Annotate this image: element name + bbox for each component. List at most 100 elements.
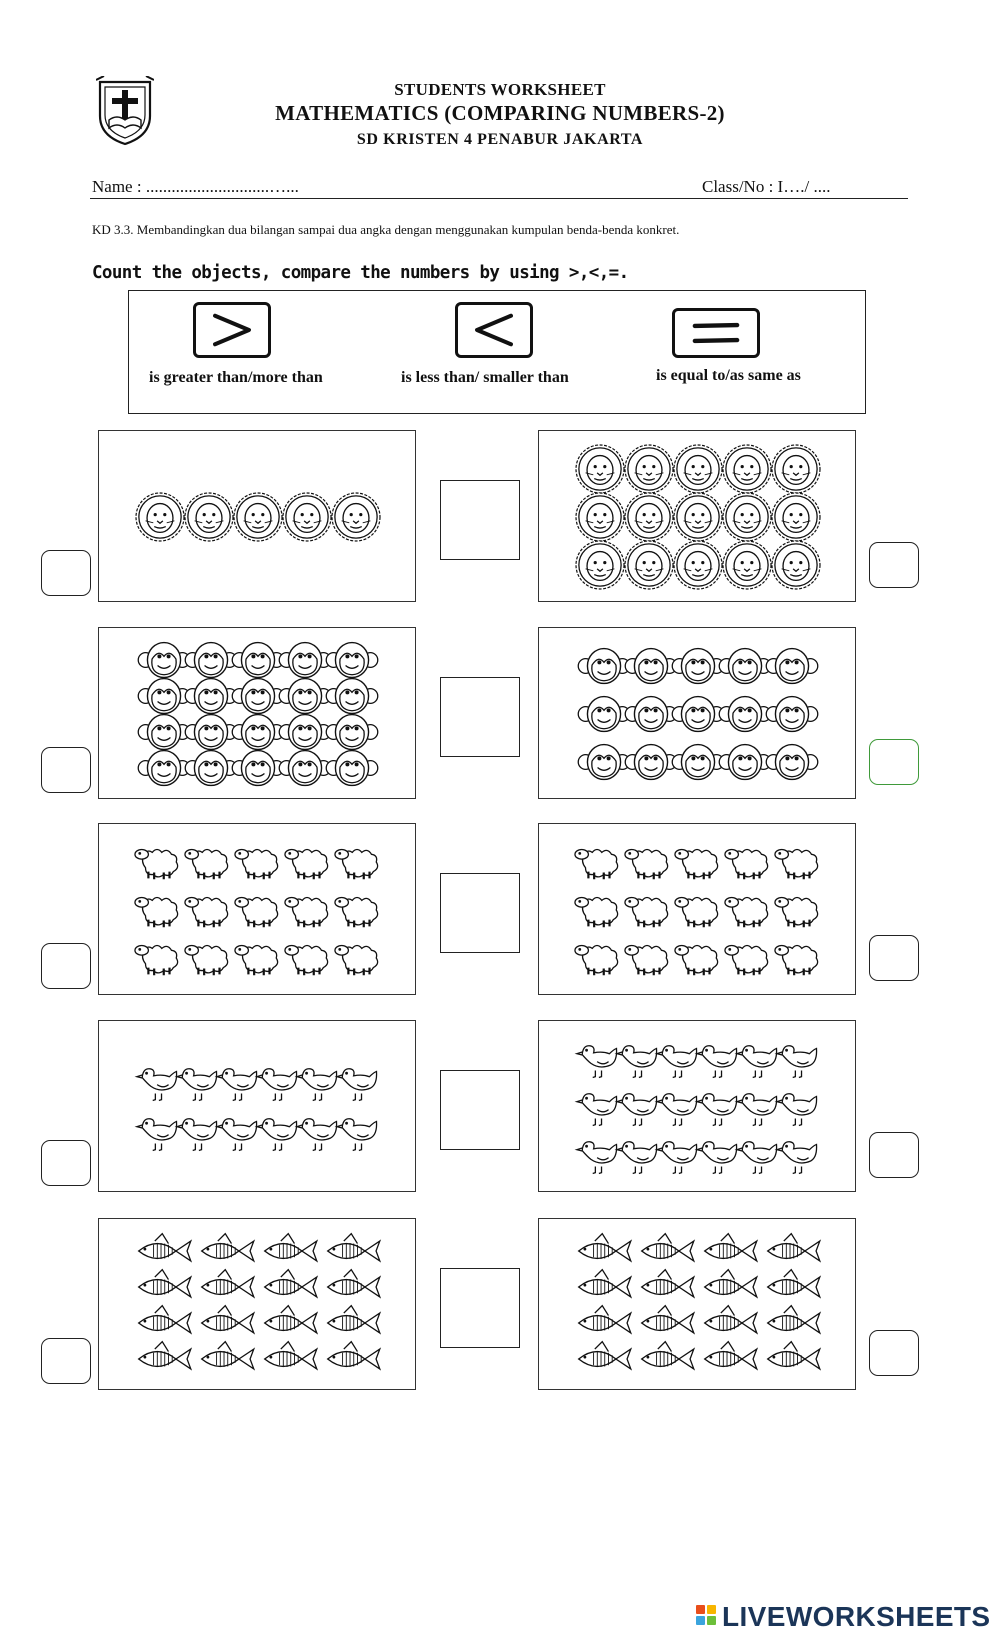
monkey-icon	[577, 695, 631, 733]
exercise-5-left-group	[98, 1218, 416, 1390]
exercise-3-right-count-box[interactable]	[869, 935, 919, 981]
lion-icon	[575, 540, 625, 590]
duck-icon	[694, 1141, 738, 1175]
lion-icon	[722, 444, 772, 494]
fish-icon	[200, 1340, 256, 1371]
sheep-icon	[284, 944, 329, 976]
sheep-icon	[184, 848, 229, 880]
exercise-3-left-group	[98, 823, 416, 995]
class-field-label: Class/No : I…./ ....	[702, 177, 831, 196]
lion-icon	[575, 492, 625, 542]
exercise-2-right-count-box[interactable]	[869, 739, 919, 785]
exercise-1-left-count-box[interactable]	[41, 550, 91, 596]
monkey-icon	[184, 641, 238, 679]
exercise-5-left-count-box[interactable]	[41, 1338, 91, 1384]
sheep-icon	[284, 896, 329, 928]
monkey-icon	[577, 743, 631, 781]
lion-icon	[575, 444, 625, 494]
duck-icon	[774, 1045, 818, 1079]
duck-icon	[254, 1118, 298, 1152]
exercise-3-left-count-box[interactable]	[41, 943, 91, 989]
monkey-icon	[325, 641, 379, 679]
sheep-icon	[184, 896, 229, 928]
lion-icon	[722, 492, 772, 542]
fish-icon	[200, 1304, 256, 1335]
monkey-icon	[577, 647, 631, 685]
monkey-icon	[278, 713, 332, 751]
fish-icon	[766, 1304, 822, 1335]
duck-icon	[734, 1045, 778, 1079]
divider	[90, 198, 908, 199]
fish-icon	[326, 1340, 382, 1371]
duck-icon	[654, 1141, 698, 1175]
sheep-icon	[574, 896, 619, 928]
monkey-icon	[278, 749, 332, 787]
monkey-icon	[671, 743, 725, 781]
exercise-2-left-group	[98, 627, 416, 799]
fish-icon	[577, 1268, 633, 1299]
exercise-1-right-count-box[interactable]	[869, 542, 919, 588]
exercise-2-symbol-answer-box[interactable]	[440, 677, 520, 757]
exercise-3-right-group	[538, 823, 856, 995]
greater-than-label: is greater than/more than	[149, 369, 323, 386]
lion-icon	[673, 540, 723, 590]
fish-icon	[137, 1232, 193, 1263]
sheep-icon	[624, 944, 669, 976]
duck-icon	[174, 1068, 218, 1102]
monkey-icon	[137, 677, 191, 715]
sheep-icon	[284, 848, 329, 880]
monkey-icon	[137, 641, 191, 679]
fish-icon	[200, 1232, 256, 1263]
lion-icon	[771, 540, 821, 590]
fish-icon	[326, 1268, 382, 1299]
monkey-icon	[624, 743, 678, 781]
fish-icon	[577, 1232, 633, 1263]
duck-icon	[774, 1093, 818, 1127]
duck-icon	[654, 1045, 698, 1079]
exercise-5-symbol-answer-box[interactable]	[440, 1268, 520, 1348]
school-name: SD KRISTEN 4 PENABUR JAKARTA	[356, 131, 644, 148]
sheep-icon	[674, 896, 719, 928]
sheep-icon	[724, 896, 769, 928]
exercise-4-left-group	[98, 1020, 416, 1192]
duck-icon	[574, 1045, 618, 1079]
liveworksheets-brand: LIVEWORKSHEETS	[722, 1601, 991, 1632]
less-than-label: is less than/ smaller than	[401, 369, 569, 386]
exercise-3-symbol-answer-box[interactable]	[440, 873, 520, 953]
monkey-icon	[765, 647, 819, 685]
fish-icon	[137, 1340, 193, 1371]
exercise-4-right-group	[538, 1020, 856, 1192]
exercise-4-symbol-answer-box[interactable]	[440, 1070, 520, 1150]
exercise-2-left-count-box[interactable]	[41, 747, 91, 793]
sheep-icon	[184, 944, 229, 976]
lion-icon	[771, 444, 821, 494]
duck-icon	[214, 1068, 258, 1102]
lion-icon	[233, 492, 283, 542]
duck-icon	[694, 1093, 738, 1127]
sheep-icon	[674, 944, 719, 976]
lion-icon	[331, 492, 381, 542]
exercise-1-symbol-answer-box[interactable]	[440, 480, 520, 560]
exercise-4-left-count-box[interactable]	[41, 1140, 91, 1186]
sheep-icon	[724, 944, 769, 976]
sheep-icon	[334, 848, 379, 880]
monkey-icon	[718, 743, 772, 781]
monkey-icon	[231, 677, 285, 715]
exercise-5-right-count-box[interactable]	[869, 1330, 919, 1376]
fish-icon	[703, 1304, 759, 1335]
duck-icon	[334, 1068, 378, 1102]
fish-icon	[200, 1268, 256, 1299]
monkey-icon	[765, 743, 819, 781]
duck-icon	[294, 1118, 338, 1152]
sheep-icon	[234, 896, 279, 928]
exercise-1-right-group	[538, 430, 856, 602]
liveworksheets-logo: LIVEWORKSHEETS	[694, 1597, 994, 1637]
duck-icon	[694, 1045, 738, 1079]
sheep-icon	[724, 848, 769, 880]
monkey-icon	[137, 713, 191, 751]
monkey-icon	[671, 695, 725, 733]
exercise-4-right-count-box[interactable]	[869, 1132, 919, 1178]
fish-icon	[703, 1340, 759, 1371]
lion-icon	[135, 492, 185, 542]
sheep-icon	[574, 848, 619, 880]
